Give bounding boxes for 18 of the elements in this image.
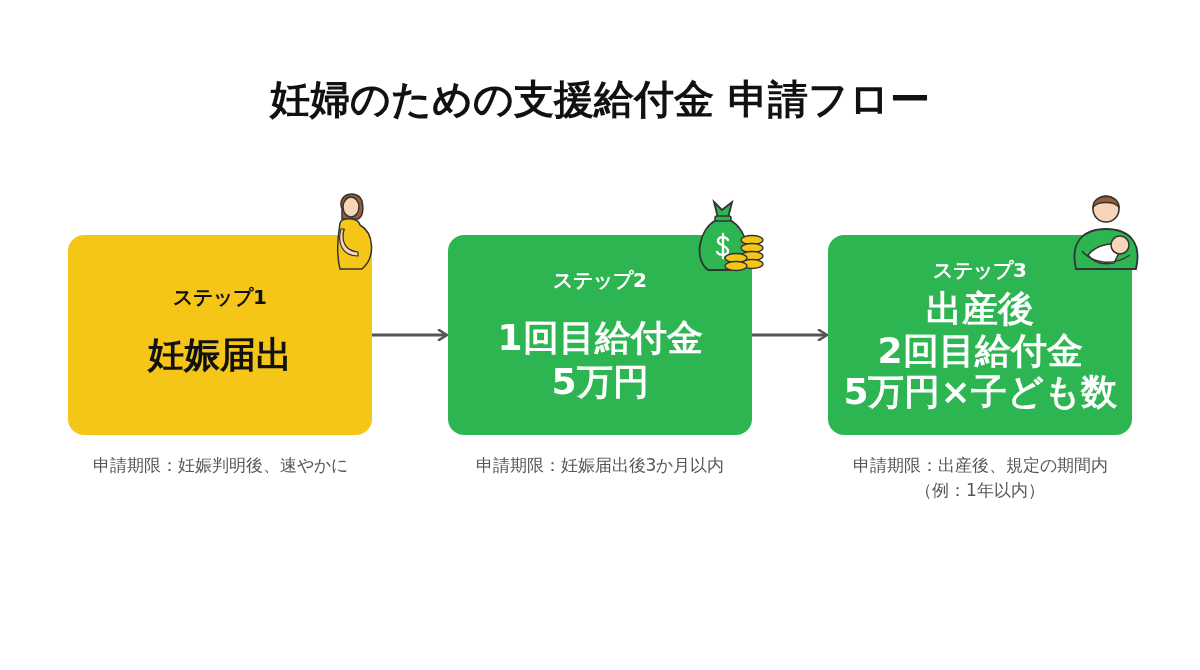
step-box — [828, 235, 1132, 435]
step-text: 2回目給付金 — [877, 329, 1083, 372]
deadline-note: 申請期限：妊娠届出後3か月以内 — [474, 454, 726, 477]
arrow — [752, 328, 829, 342]
step-text: 妊娠届出 — [148, 332, 292, 377]
step-label: ステップ2 — [553, 267, 647, 295]
step-text: 出産後 — [926, 288, 1034, 330]
arrow — [372, 328, 449, 342]
step-text: 1回目給付金 — [497, 316, 703, 360]
step-text: 5万円×子ども数 — [843, 371, 1117, 413]
step-box — [448, 235, 752, 435]
step-label: ステップ3 — [933, 257, 1027, 285]
deadline-note: 申請期限：妊娠判明後、速やかに — [91, 454, 349, 477]
step-text: 5万円 — [551, 359, 649, 403]
deadline-note: 申請期限：出産後、規定の期間内（例：1年以内） — [851, 454, 1109, 502]
title: 妊婦のための支援給付金 申請フロー — [268, 75, 931, 124]
step-box — [68, 235, 372, 435]
step-label: ステップ1 — [173, 283, 267, 311]
